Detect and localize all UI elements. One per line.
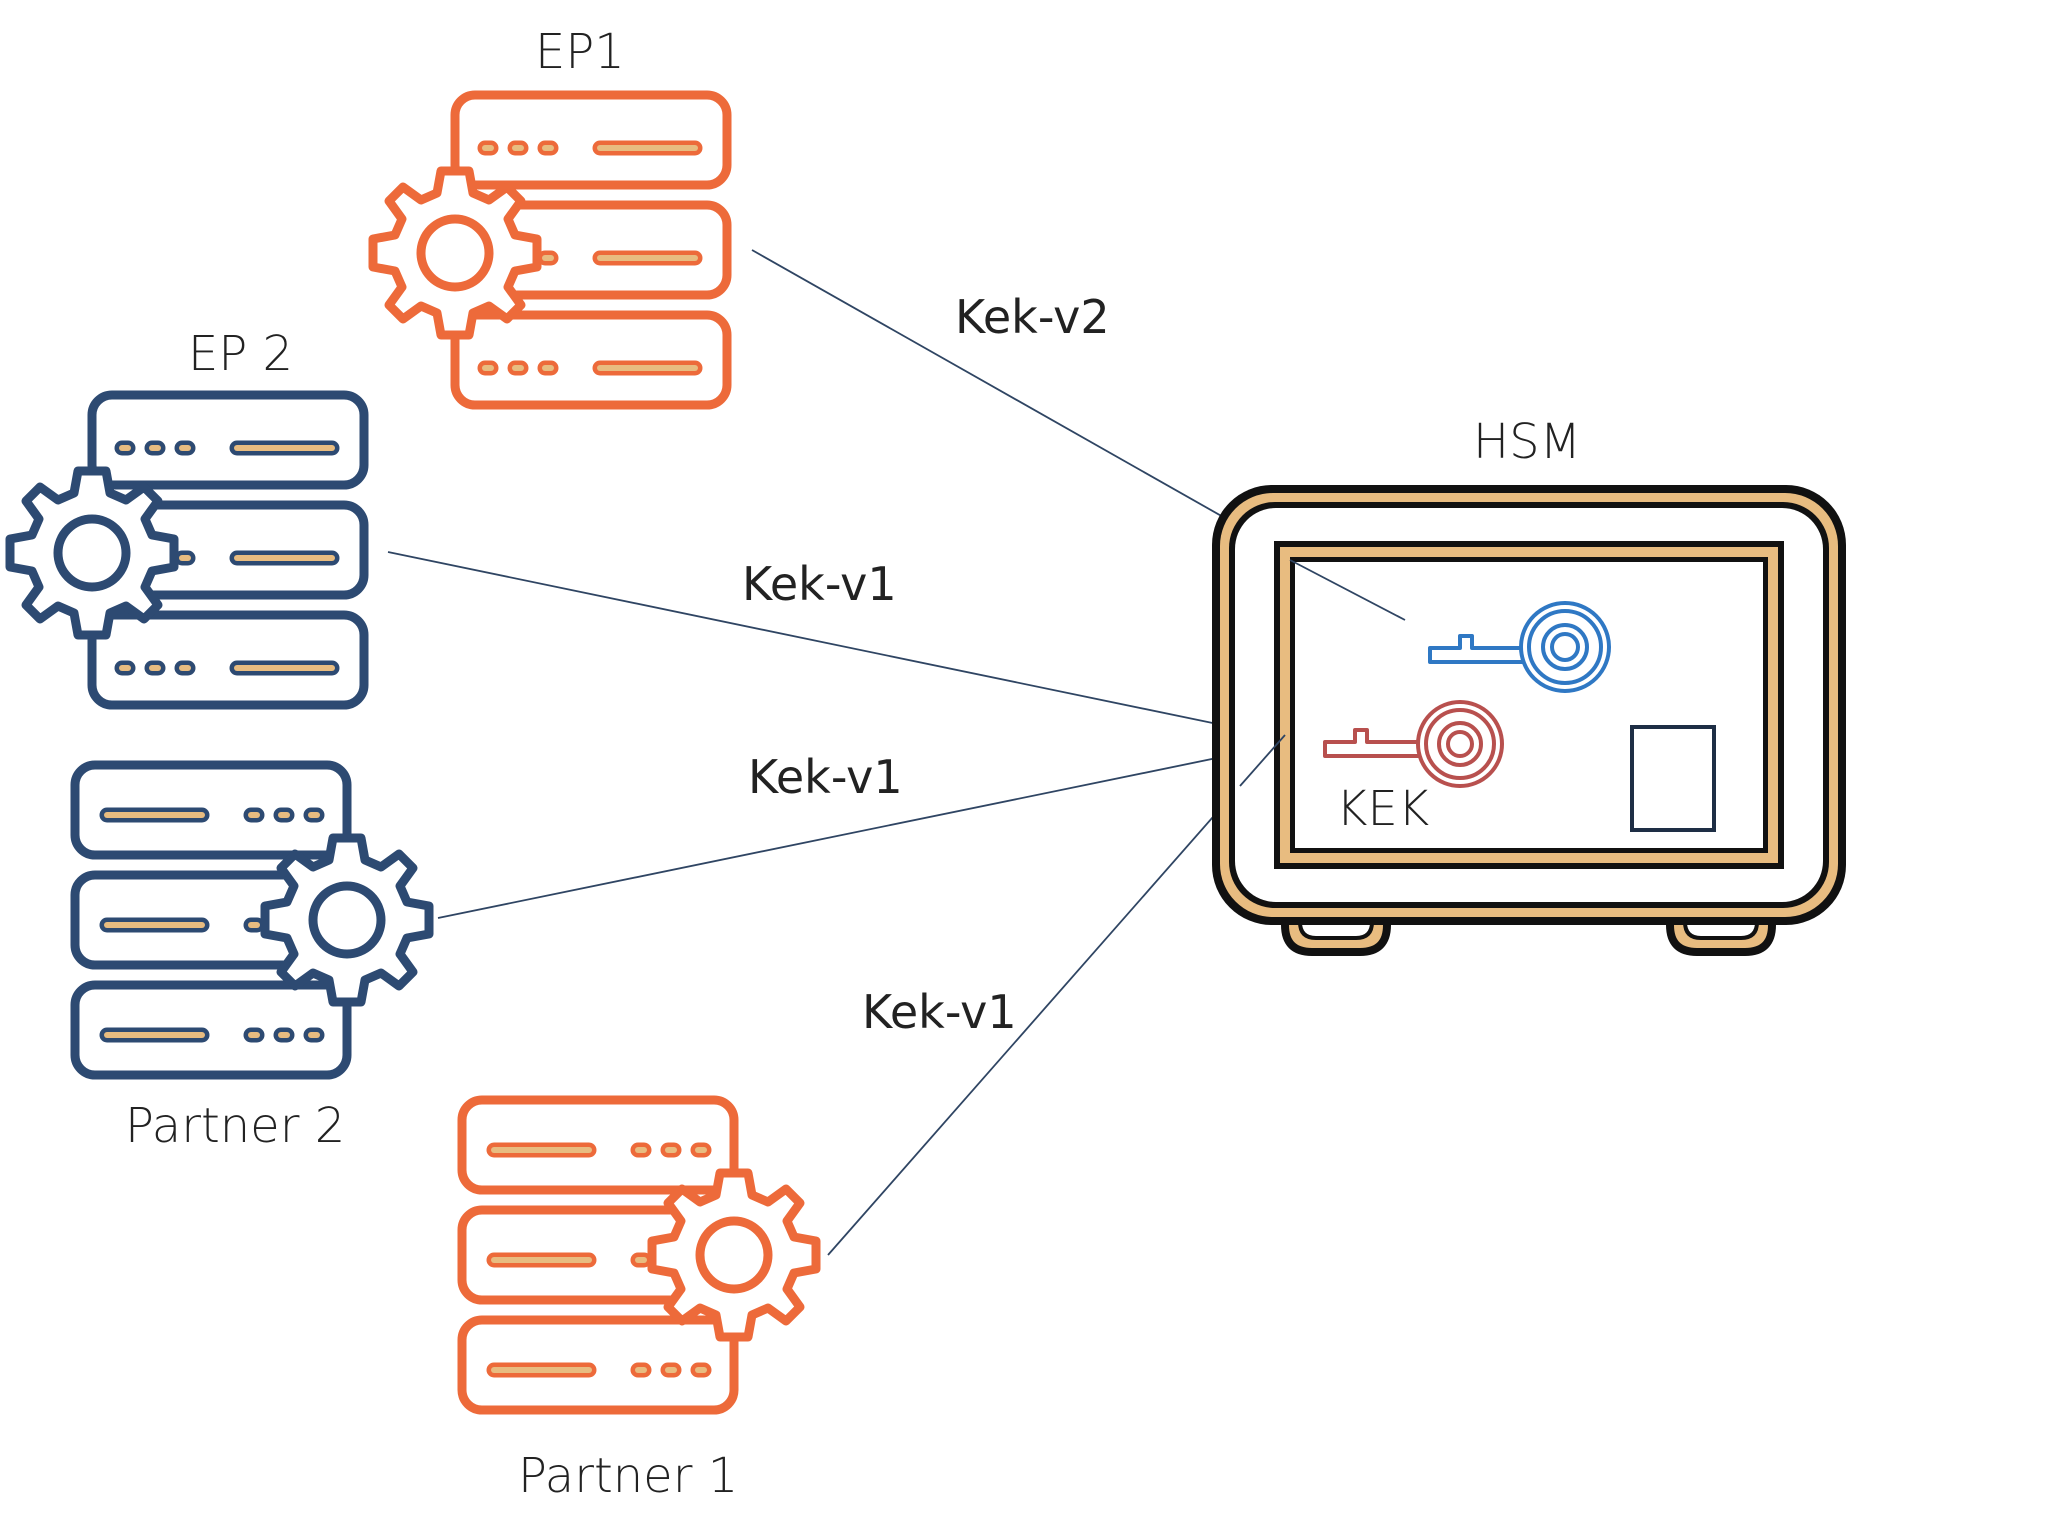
ep1-label: EP1 xyxy=(535,24,625,80)
kek-key-icon xyxy=(1323,700,1504,788)
connection-ep1-hsm-inner xyxy=(1289,559,1406,621)
ep2-label: EP 2 xyxy=(188,326,293,382)
connection-label-partner1: Kek-v1 xyxy=(862,985,1017,1039)
hsm-safe-icon xyxy=(1212,485,1846,956)
connection-label-ep2: Kek-v1 xyxy=(742,557,897,611)
partner2-label: Partner 2 xyxy=(125,1098,345,1154)
hsm-label: HSM xyxy=(1473,414,1581,470)
connection-label-partner2: Kek-v1 xyxy=(748,750,903,804)
ep1-gear-icon xyxy=(373,171,537,335)
connection-partner1-hsm xyxy=(827,734,1286,1256)
ep1-server-gear-icon xyxy=(373,90,732,410)
connection-ep2-hsm xyxy=(387,551,1281,738)
partner2-gear-icon xyxy=(265,838,429,1002)
kek-label: KEK xyxy=(1336,781,1429,837)
connection-label-ep1: Kek-v2 xyxy=(955,290,1110,344)
partner2-server-gear-icon xyxy=(70,760,429,1080)
ep2-server-gear-icon xyxy=(10,390,369,710)
blue-key-icon xyxy=(1428,601,1611,693)
connection-partner1-hsm-inner xyxy=(1239,734,1286,787)
partner1-server-gear-icon xyxy=(457,1095,816,1415)
partner1-label: Partner 1 xyxy=(518,1448,738,1504)
ep2-gear-icon xyxy=(10,471,174,635)
partner1-gear-icon xyxy=(652,1173,816,1337)
connection-partner2-hsm xyxy=(437,744,1281,919)
